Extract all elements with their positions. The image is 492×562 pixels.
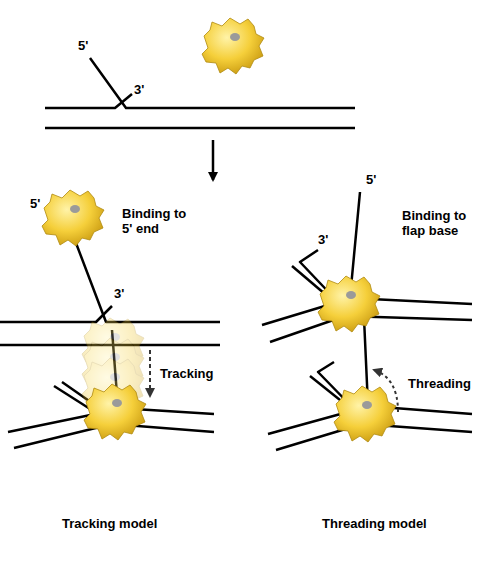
upstream-strand [0,306,112,322]
end-label: 3' [134,82,144,97]
end-label: 5' [78,38,88,53]
nuclease-protein [84,384,146,440]
nuclease-protein [318,276,380,332]
nuclease-protein [202,18,264,74]
end-label: 3' [318,232,328,247]
tracking-arrow [149,350,151,396]
process-arrow [212,140,215,180]
junction-arm [270,316,472,342]
template-strand [45,127,355,130]
motion-label: Threading [408,376,471,391]
step-label: Binding to 5' end [122,206,200,236]
model-title: Tracking model [62,516,157,531]
threading-arrow [374,370,398,412]
end-label: 5' [30,196,40,211]
end-label: 3' [114,286,124,301]
nuclease-protein [334,386,396,442]
motion-label: Tracking [160,366,213,381]
model-title: Threading model [322,516,427,531]
nuclease-protein [42,190,104,246]
end-label: 5' [366,172,376,187]
step-label: Binding to flap base [402,208,482,238]
